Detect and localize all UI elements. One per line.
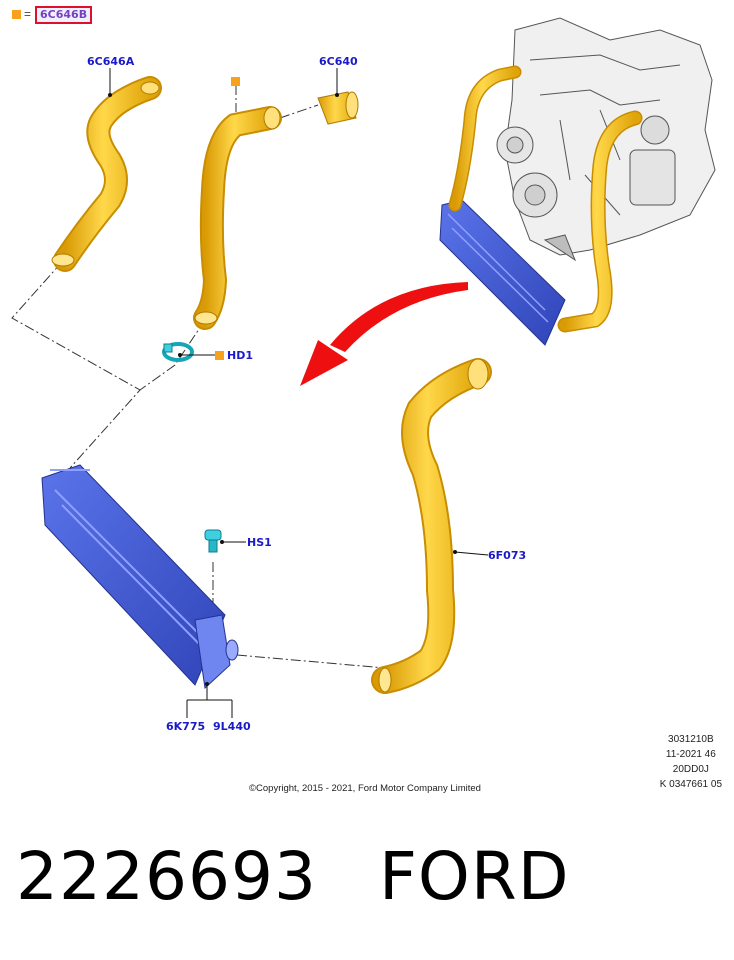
- assembly-lines: [11, 85, 386, 669]
- meta-line-3: 20DD0J: [672, 764, 709, 775]
- hose-6f073: [371, 358, 492, 694]
- legend-equals: =: [24, 7, 32, 21]
- hose-middle: [193, 106, 282, 330]
- hose-marker: [231, 77, 240, 86]
- coupling-6c640: [317, 91, 359, 125]
- callout-9l440: 9L440: [213, 720, 251, 733]
- hd1-marker: [215, 351, 224, 360]
- clip-hd1: [162, 342, 194, 362]
- copyright-notice: ©Copyright, 2015 - 2021, Ford Motor Comp…: [249, 783, 481, 794]
- direction-arrow: [300, 282, 468, 386]
- meta-line-1: 3031210B: [668, 734, 714, 745]
- callout-6c640: 6C640: [319, 55, 358, 68]
- legend-marker: [12, 10, 21, 19]
- leader-lines: [109, 68, 489, 718]
- legend-code: 6C646B: [35, 6, 93, 24]
- brand-name: FORD: [378, 838, 570, 915]
- callout-hs1: HS1: [247, 536, 272, 549]
- callout-6k775: 6K775: [166, 720, 206, 733]
- part-number: 2226693: [16, 838, 317, 915]
- exploded-parts-diagram: [11, 17, 716, 718]
- hose-6c646a: [51, 76, 162, 272]
- meta-line-2: 11-2021 46: [665, 749, 716, 760]
- leader-dots: [108, 93, 457, 686]
- part-number-caption: 2226693 FORD: [16, 838, 570, 915]
- hoses-assembled: [448, 65, 643, 333]
- callout-hd1: HD1: [227, 349, 253, 362]
- sensor-hs1: [204, 529, 222, 553]
- callout-6c646a: 6C646A: [87, 55, 135, 68]
- callout-6f073: 6F073: [488, 549, 527, 562]
- meta-line-4: K 0347661 05: [659, 779, 722, 790]
- intercooler-exploded: [41, 464, 239, 690]
- document-metadata: 3031210B 11-2021 46 20DD0J K 0347661 05: [660, 732, 722, 792]
